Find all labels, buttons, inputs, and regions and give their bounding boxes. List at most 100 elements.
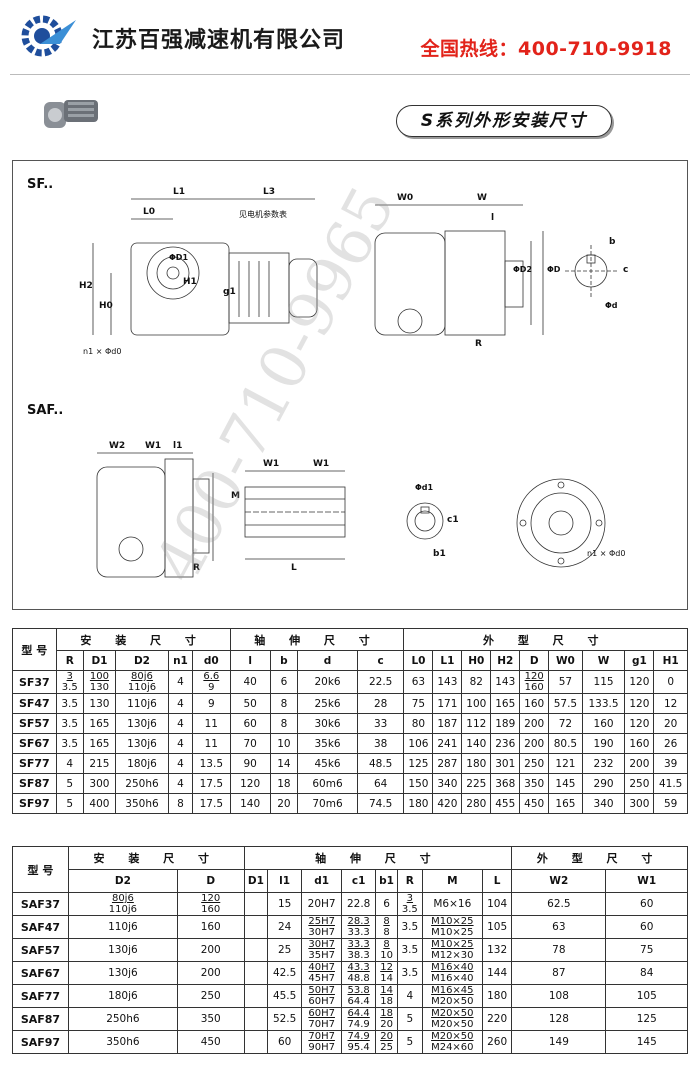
table-cell: 42.5 xyxy=(267,961,303,985)
model-cell: SAF87 xyxy=(12,1007,69,1031)
table-cell xyxy=(243,892,269,916)
table-cell xyxy=(243,938,269,962)
dim-H1: H1 xyxy=(183,277,197,287)
table-cell: 125 xyxy=(605,1007,688,1031)
dim-H0: H0 xyxy=(99,301,113,311)
column-header: L xyxy=(481,869,513,893)
table-cell: 87 xyxy=(511,961,607,985)
table-cell: 24 xyxy=(267,915,303,939)
sf-section-label: SF.. xyxy=(27,177,54,192)
column-header: l1 xyxy=(267,869,303,893)
table-cell: 150 xyxy=(403,773,434,794)
table-cell: 74.5 xyxy=(356,793,405,814)
table-cell: 250h6 xyxy=(115,773,169,794)
table-cell: 26 xyxy=(653,733,688,754)
table-cell: 140 xyxy=(229,793,271,814)
dim-R: R xyxy=(475,339,482,349)
table-cell: 20H7 xyxy=(301,892,343,916)
table-cell: 189 xyxy=(490,713,521,734)
group-outline: 外 型 尺 寸 xyxy=(403,628,688,651)
table-cell: 232 xyxy=(581,753,626,774)
column-header: D1 xyxy=(82,650,117,671)
table-cell: 28 xyxy=(356,693,405,714)
table-cell: 60 xyxy=(605,915,688,939)
table-cell: 35k6 xyxy=(297,733,358,754)
column-header: H2 xyxy=(490,650,521,671)
column-header: R xyxy=(55,650,84,671)
table-cell: M6×16 xyxy=(421,892,484,916)
column-header: D1 xyxy=(243,869,269,893)
table-cell: 8 xyxy=(269,713,299,734)
table-cell: 11 xyxy=(192,733,231,754)
column-header: W1 xyxy=(605,869,688,893)
dim-d1: Φd1 xyxy=(415,483,434,492)
table-cell: 39 xyxy=(653,753,688,774)
dim-L: L xyxy=(291,563,297,573)
table-cell: 5 xyxy=(55,773,84,794)
table-cell: 140 xyxy=(461,733,492,754)
table-cell: 340 xyxy=(432,773,463,794)
dim-W: W xyxy=(477,193,487,203)
table-cell: 165 xyxy=(82,713,117,734)
table-cell: 180 xyxy=(461,753,492,774)
series-title: S系列外形安装尺寸 xyxy=(396,105,612,137)
table-cell: 8 xyxy=(269,693,299,714)
table-cell: 241 xyxy=(432,733,463,754)
table-cell: 22.8 xyxy=(341,892,377,916)
table-cell: 25k6 xyxy=(297,693,358,714)
table-cell: 3.5 xyxy=(55,693,84,714)
table-cell: 4 xyxy=(167,753,194,774)
column-header: D xyxy=(176,869,245,893)
column-header: R xyxy=(397,869,423,893)
model-header: 型 号 xyxy=(12,628,57,671)
table-cell: 4 xyxy=(167,670,194,694)
table-cell: 4 xyxy=(55,753,84,774)
dim-c: c xyxy=(623,265,629,275)
table-cell: 90 xyxy=(229,753,271,774)
table-cell: 30k6 xyxy=(297,713,358,734)
column-header: H1 xyxy=(653,650,688,671)
motor-note: 见电机参数表 xyxy=(239,210,287,219)
company-name: 江苏百强减速机有限公司 xyxy=(92,28,346,53)
table-cell: 78 xyxy=(511,938,607,962)
table-cell: 350 xyxy=(176,1007,245,1031)
table-cell: 300 xyxy=(82,773,117,794)
table-cell: 5 xyxy=(397,1030,423,1054)
table-cell: 6 xyxy=(375,892,399,916)
table-cell: 48.5 xyxy=(356,753,405,774)
table-cell xyxy=(243,1030,269,1054)
table-cell: 165 xyxy=(548,793,583,814)
dim-D1: ΦD1 xyxy=(169,253,189,262)
table-cell: 40 xyxy=(229,670,271,694)
dim-l: l xyxy=(491,213,495,223)
table-cell: 130j6 xyxy=(115,713,169,734)
table-cell: 80 xyxy=(403,713,434,734)
table-cell: 110j6 xyxy=(67,915,178,939)
table-cell: 3.5 xyxy=(55,733,84,754)
table-cell: 10 xyxy=(269,733,299,754)
table-cell: 8 xyxy=(167,793,194,814)
table-cell: 75 xyxy=(605,938,688,962)
table-cell: 145 xyxy=(605,1030,688,1054)
table-cell: 250 xyxy=(176,984,245,1008)
group-shaft: 轴 伸 尺 寸 xyxy=(243,846,513,870)
sf-side-view xyxy=(374,204,544,336)
column-header: b1 xyxy=(375,869,399,893)
table-cell: 5 xyxy=(55,793,84,814)
table-cell: 59 xyxy=(653,793,688,814)
table-cell: 13.5 xyxy=(192,753,231,774)
